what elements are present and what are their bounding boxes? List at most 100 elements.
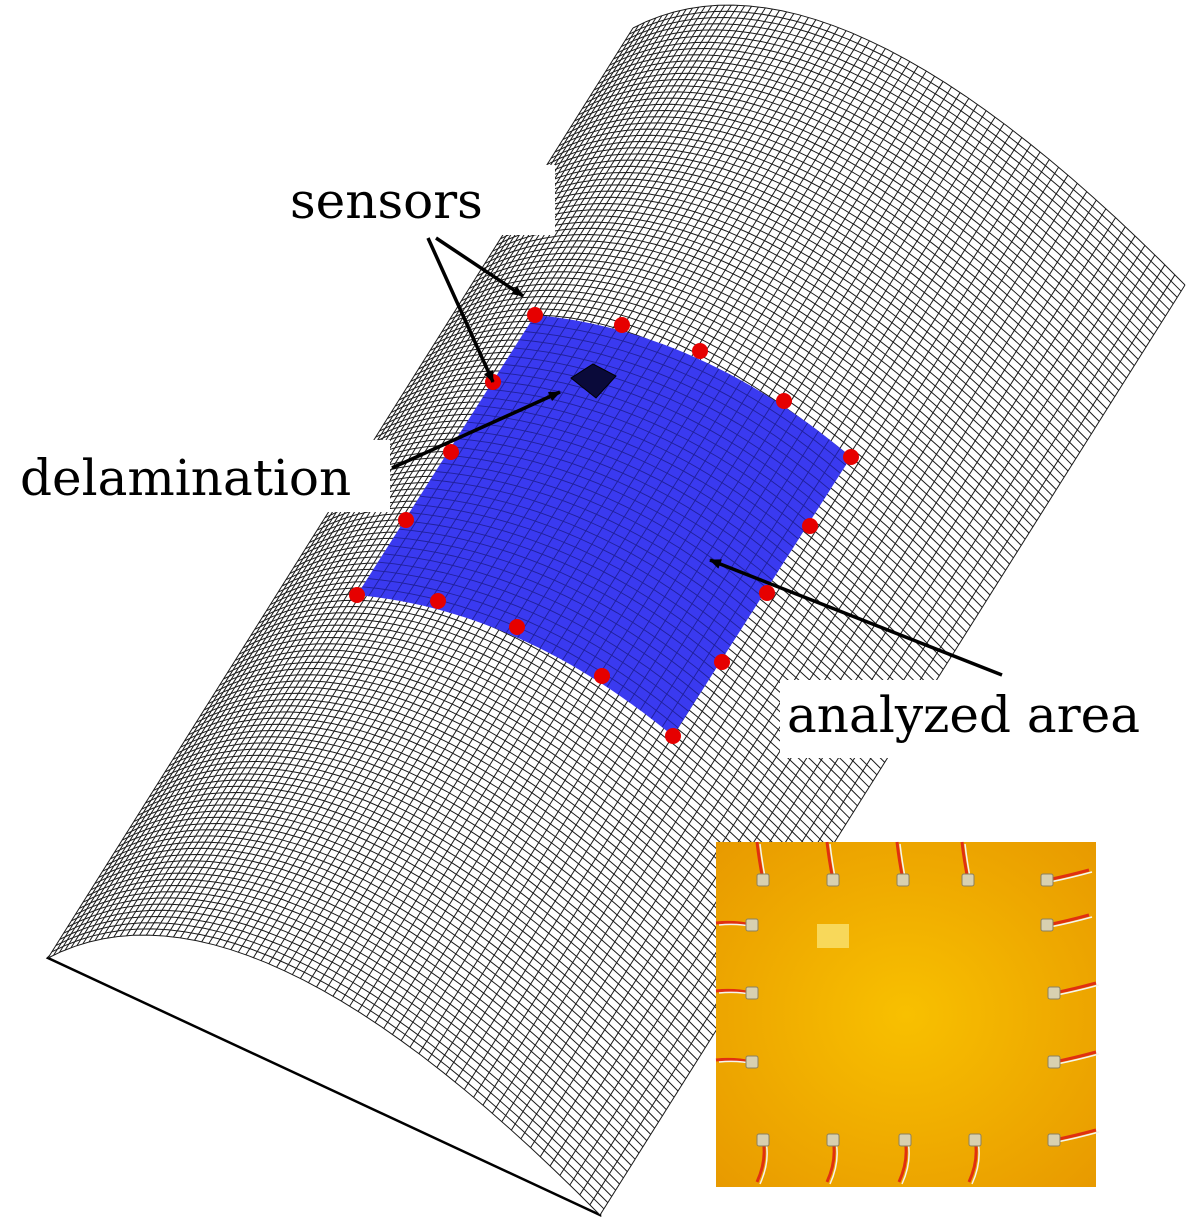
mesh-circumferential-line: [133, 798, 687, 1079]
mesh-circumferential-line: [242, 624, 796, 906]
analyzed-area-grid-line: [456, 438, 773, 581]
mesh-circumferential-line: [632, 4, 1186, 286]
mesh-circumferential-line: [605, 47, 1159, 329]
analyzed-area-label: analyzed area: [787, 686, 1140, 744]
sensor-dot: [527, 307, 543, 323]
analyzed-area-grid-line: [414, 503, 731, 647]
sensor-dot: [802, 518, 818, 534]
analyzed-area-grid-line: [498, 372, 815, 515]
photo-sensor: [968, 1133, 982, 1147]
analyzed-area-grid-line: [388, 545, 705, 688]
photo-sensor: [745, 986, 759, 1000]
analyzed-area-grid-line: [524, 331, 841, 474]
mesh-circumferential-line: [254, 605, 808, 887]
analyzed-area-grid-line: [409, 512, 726, 655]
mesh-circumferential-line: [129, 804, 683, 1086]
mesh-circumferential-line: [488, 233, 1042, 515]
mesh-circumferential-line: [114, 829, 667, 1110]
mesh-circumferential-line: [492, 227, 1045, 509]
photo-sensor: [1047, 1133, 1061, 1147]
sensor-dot: [776, 393, 792, 409]
mesh-circumferential-line: [558, 122, 1112, 404]
analyzed-area-grid-line: [472, 413, 789, 556]
mesh-circumferential-line: [47, 934, 601, 1216]
photo-sensor: [745, 918, 759, 932]
mesh-circumferential-line: [86, 872, 640, 1154]
mesh-circumferential-line: [601, 54, 1155, 335]
mesh-circumferential-line: [231, 643, 784, 924]
mesh-circumferential-line: [234, 636, 788, 918]
mesh-circumferential-line: [223, 655, 776, 937]
delamination-label: delamination: [20, 449, 351, 507]
mesh-circumferential-line: [535, 159, 1088, 441]
photo-sensor: [1040, 873, 1054, 887]
mesh-circumferential-line: [578, 91, 1131, 373]
photo-defect-marker: [817, 924, 849, 948]
mesh-circumferential-line: [589, 72, 1143, 354]
photo-sensor: [1040, 918, 1054, 932]
mesh-circumferential-line: [511, 196, 1065, 478]
mesh-circumferential-line: [219, 661, 772, 943]
photo-sensor: [898, 1133, 912, 1147]
mesh-circumferential-line: [82, 878, 636, 1160]
delamination-arrow: [391, 390, 561, 470]
mesh-circumferential-line: [141, 785, 694, 1067]
mesh-circumferential-line: [531, 165, 1084, 447]
analyzed-area-grid-line: [430, 479, 747, 622]
mesh-circumferential-line: [593, 66, 1147, 348]
sensor-dot: [692, 343, 708, 359]
mesh-circumferential-line: [574, 97, 1127, 379]
mesh-circumferential-line: [63, 909, 616, 1191]
analyzed-area-grid-line: [435, 471, 752, 614]
mesh-circumferential-line: [624, 16, 1178, 298]
mesh-circumferential-line: [71, 897, 624, 1179]
analyzed-area-grid-line: [493, 380, 810, 523]
mesh-circumferential-line: [539, 153, 1092, 435]
mesh-circumferential-line: [110, 835, 663, 1117]
mesh-circumferential-line: [207, 680, 761, 962]
mesh-circumferential-line: [496, 221, 1049, 503]
mesh-circumferential-line: [246, 618, 800, 900]
photo-sensor: [1047, 986, 1061, 1000]
mesh-circumferential-line: [164, 748, 718, 1030]
analyzed-area-grid-line: [377, 561, 695, 704]
mesh-circumferential-line: [441, 308, 995, 590]
mesh-circumferential-line: [188, 711, 741, 993]
mesh-circumferential-line: [465, 271, 1018, 552]
mesh-circumferential-line: [168, 742, 722, 1024]
mesh-circumferential-line: [476, 252, 1030, 534]
mesh-circumferential-line: [472, 258, 1026, 540]
mesh-circumferential-line: [621, 23, 1174, 304]
mesh-circumferential-line: [550, 134, 1104, 416]
photo-sensor-group: [715, 841, 1100, 1185]
analyzed-area-grid-line: [383, 553, 700, 696]
mesh-circumferential-line: [75, 891, 628, 1172]
analyzed-area-grid-line: [398, 528, 716, 671]
photo-sensor: [745, 1055, 759, 1069]
mesh-circumferential-line: [562, 116, 1116, 397]
mesh-circumferential-line: [250, 612, 804, 893]
photo-sensor: [756, 873, 770, 887]
analyzed-area-grid-line: [477, 405, 794, 548]
sensor-dot: [509, 619, 525, 635]
sensor-dot: [430, 593, 446, 609]
mesh-circumferential-line: [585, 78, 1139, 360]
mesh-circumferential-line: [597, 60, 1151, 342]
mesh-circumferential-line: [51, 928, 605, 1210]
mesh-circumferential-line: [78, 884, 632, 1166]
mesh-circumferential-line: [609, 41, 1162, 323]
mesh-circumferential-line: [628, 10, 1182, 292]
sensor-dot: [843, 449, 859, 465]
sensors-arrow-2: [435, 236, 524, 298]
mesh-circumferential-line: [59, 915, 613, 1197]
mesh-circumferential-line: [480, 246, 1034, 528]
mesh-circumferential-line: [55, 922, 609, 1203]
mesh-circumferential-line: [227, 649, 780, 931]
mesh-circumferential-line: [543, 147, 1096, 428]
sensors-label: sensors: [290, 172, 483, 230]
mesh-circumferential-line: [554, 128, 1108, 410]
mesh-circumferential-line: [176, 729, 730, 1011]
mesh-circumferential-line: [67, 903, 620, 1185]
mesh-circumferential-line: [527, 171, 1081, 453]
mesh-circumferential-line: [106, 841, 659, 1123]
